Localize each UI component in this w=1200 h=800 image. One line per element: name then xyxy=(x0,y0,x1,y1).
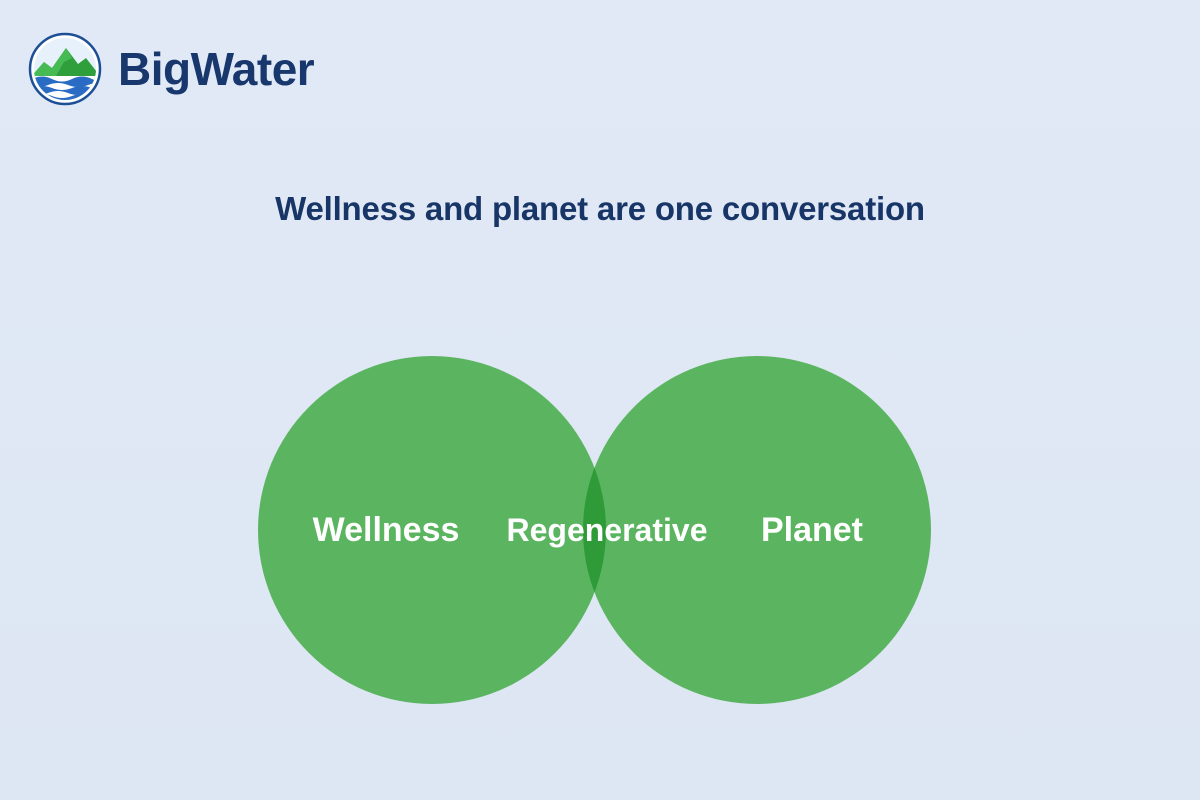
wellness-circle xyxy=(258,356,606,704)
planet-label: Planet xyxy=(761,511,863,549)
brand-header: BigWater xyxy=(28,32,315,106)
mountain-water-icon xyxy=(28,32,102,106)
regenerative-label: Regenerative xyxy=(507,512,708,548)
brand-name: BigWater xyxy=(118,43,315,95)
page-title: Wellness and planet are one conversation xyxy=(275,190,925,227)
planet-circle xyxy=(583,356,931,704)
wellness-label: Wellness xyxy=(313,511,460,549)
